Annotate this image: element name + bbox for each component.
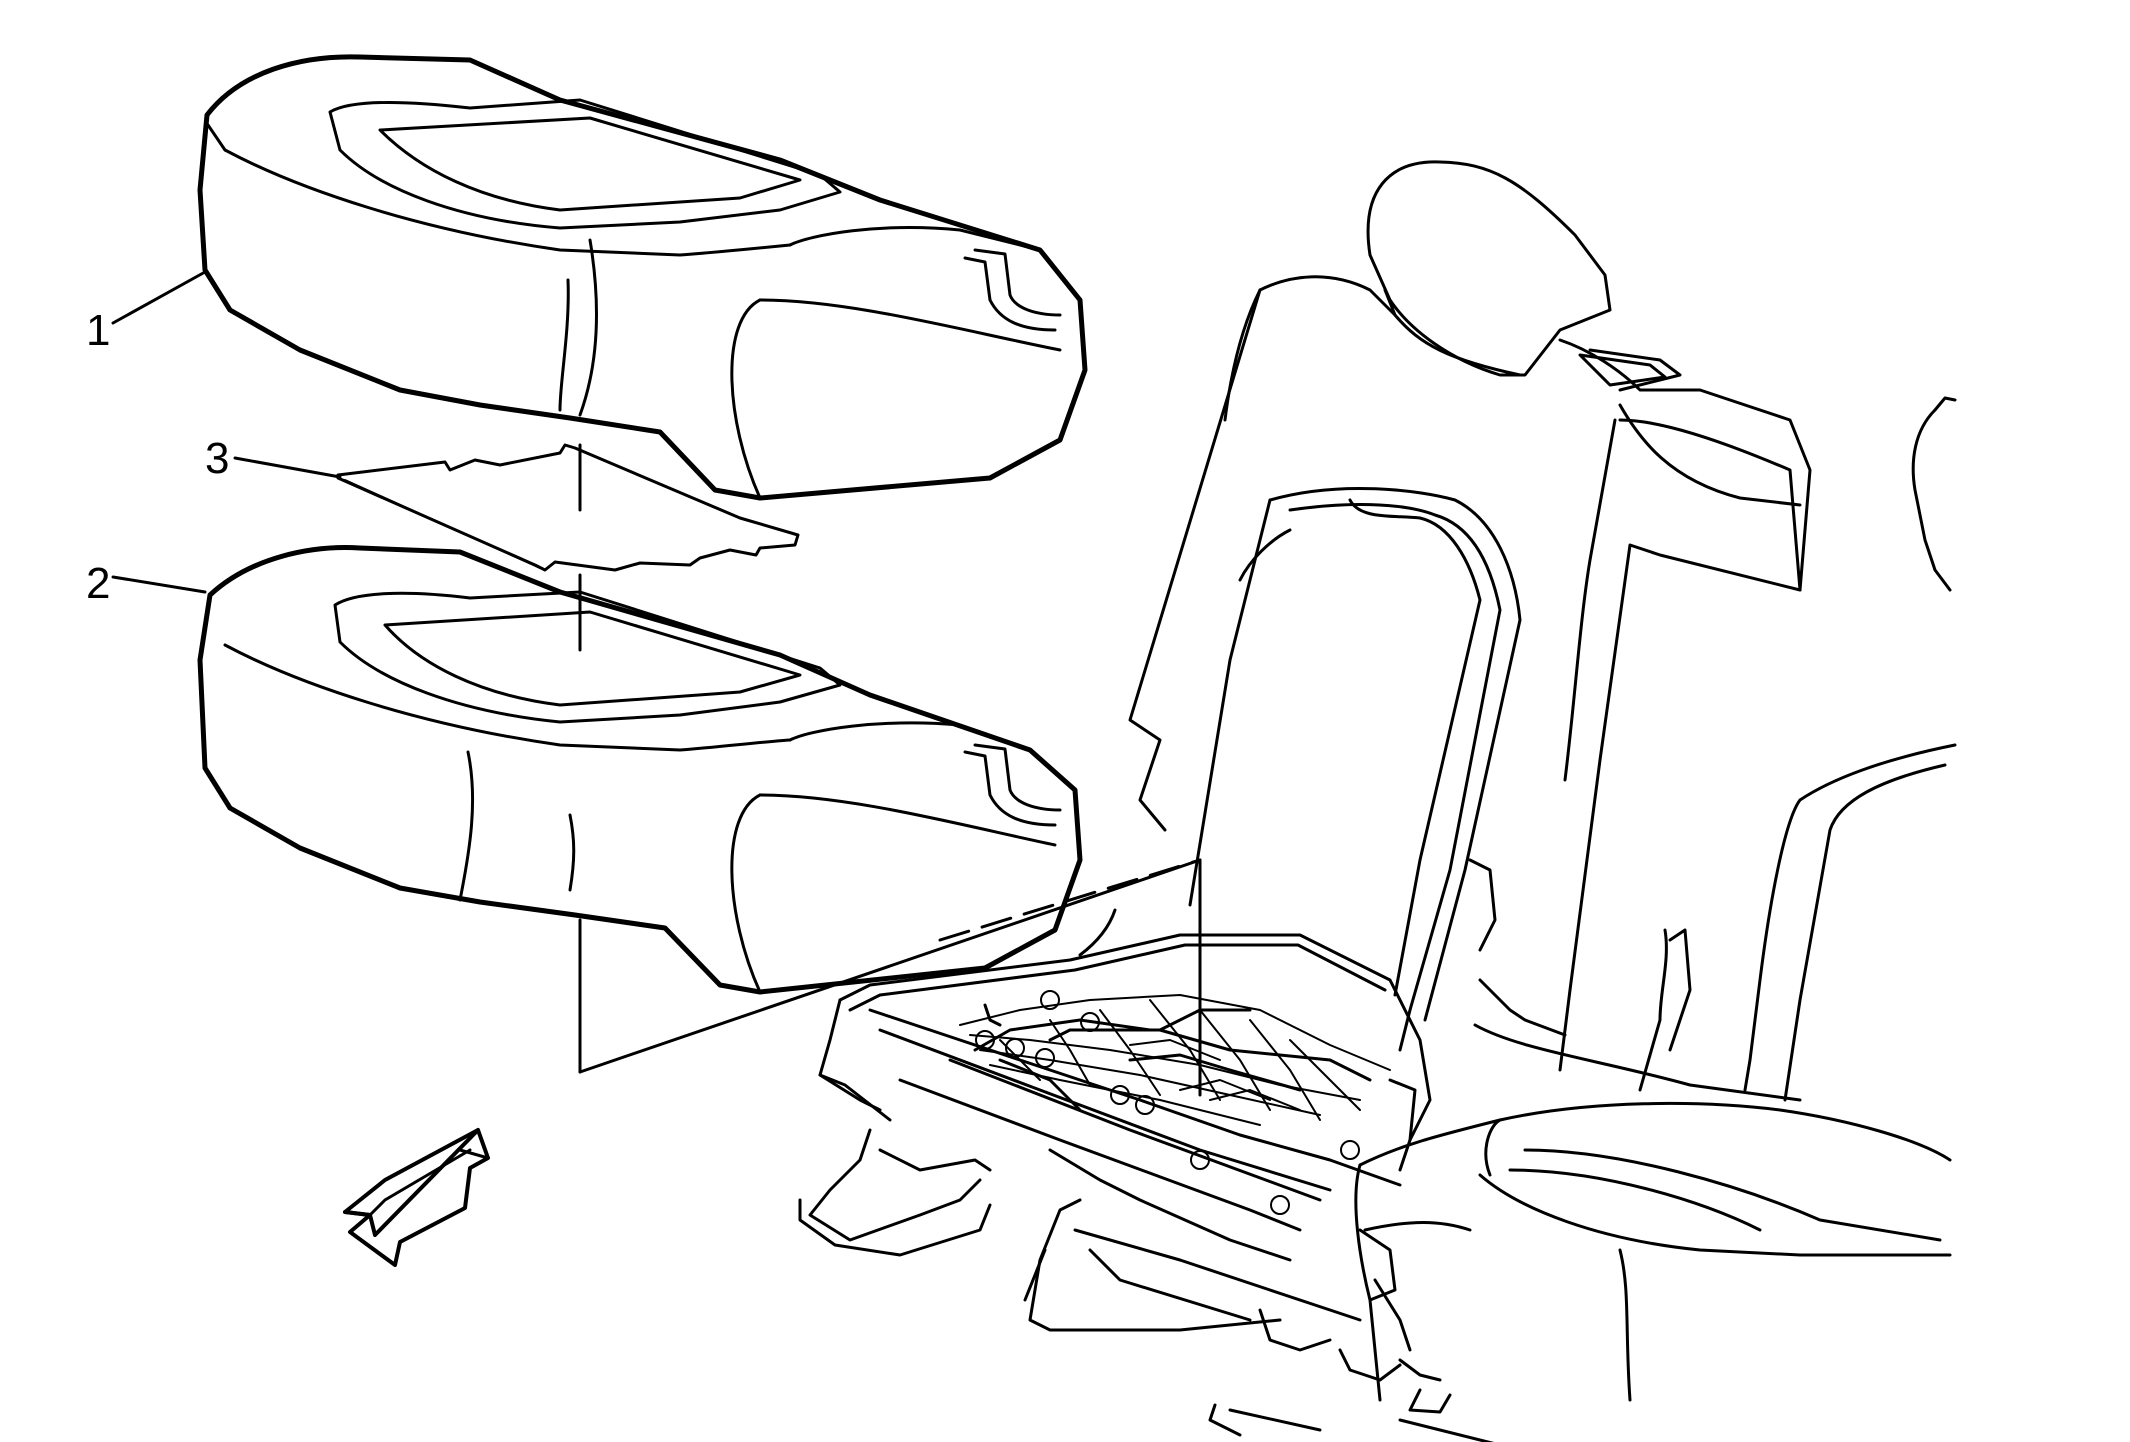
callout-2: 2 [86, 559, 111, 608]
right-seat-section [1354, 396, 1957, 1402]
callout-1: 1 [86, 306, 111, 355]
callout-3: 3 [205, 434, 230, 483]
rear-seat-back [1128, 160, 1812, 1102]
leader-line-1 [111, 270, 207, 325]
alignment-lines-to-frame [578, 858, 1202, 1097]
spring-mat [959, 994, 1391, 1126]
leader-line-3 [233, 456, 342, 479]
seat-frame [798, 908, 1495, 1442]
seat-cushion-pad [336, 443, 800, 572]
seat-cushion-cover [197, 54, 1088, 501]
seat-cushion [197, 545, 1083, 995]
spring-coils [975, 990, 1360, 1215]
leader-line-2 [111, 575, 207, 594]
front-direction-arrow-icon [343, 1128, 490, 1267]
